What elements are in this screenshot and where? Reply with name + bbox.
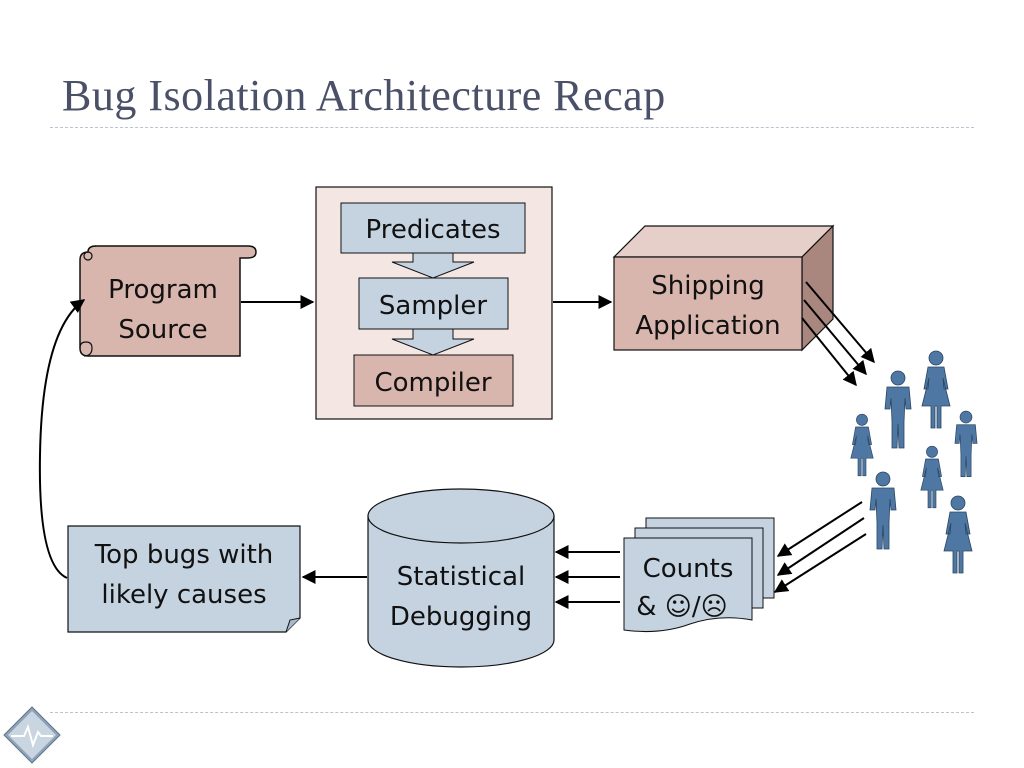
top-bugs-label-2: likely causes	[101, 580, 266, 610]
predicates-label: Predicates	[365, 215, 500, 245]
compiler-label: Compiler	[374, 368, 491, 398]
title-divider	[50, 127, 974, 128]
reports-node: Counts & ☺/☹	[623, 517, 775, 633]
arrow-users-to-reports-2	[776, 517, 865, 576]
block-arrow-down-1	[391, 252, 475, 279]
arrow-topbugs-to-source	[38, 299, 86, 579]
reports-label-2: & ☺/☹	[636, 592, 728, 622]
statistical-debugging-node: Statistical Debugging	[367, 488, 555, 668]
slide-title: Bug Isolation Architecture Recap	[62, 71, 666, 120]
user-person-icon	[943, 495, 973, 574]
program-source-node: Program Source	[79, 245, 257, 357]
user-person-icon	[920, 445, 944, 509]
instrumentor-group: Predicates Sampler Compiler	[315, 186, 553, 420]
user-person-icon	[850, 413, 874, 477]
users-crowd	[850, 350, 978, 574]
shipping-application-node: Shipping Application	[612, 224, 835, 352]
block-arrow-down-2	[391, 328, 475, 356]
reports-label-1: Counts	[643, 554, 734, 584]
flow-arrows	[38, 281, 875, 609]
top-bugs-label-1: Top bugs with	[94, 540, 274, 570]
statdebug-label-2: Debugging	[390, 602, 532, 632]
arrow-shipping-to-users-2	[803, 299, 867, 376]
shipping-label-2: Application	[635, 311, 780, 341]
arrow-shipping-to-users-1	[805, 281, 875, 364]
program-source-label-1: Program	[108, 275, 218, 305]
user-person-icon	[884, 370, 912, 449]
user-person-icon	[869, 471, 897, 550]
sampler-box	[358, 277, 509, 330]
user-person-icon	[954, 410, 978, 478]
program-source-label-2: Source	[118, 315, 207, 345]
shipping-label-1: Shipping	[651, 271, 764, 301]
sampler-label: Sampler	[379, 291, 487, 321]
top-bugs-node: Top bugs with likely causes	[67, 525, 301, 633]
footer-logo-icon	[3, 706, 61, 764]
arrow-users-to-reports-1	[776, 501, 863, 557]
compiler-box	[353, 354, 514, 407]
arrow-users-to-reports-3	[773, 533, 867, 593]
arrow-shipping-to-users-3	[801, 317, 857, 387]
footer-divider	[50, 712, 974, 713]
user-person-icon	[921, 350, 951, 429]
statdebug-label-1: Statistical	[397, 562, 525, 592]
